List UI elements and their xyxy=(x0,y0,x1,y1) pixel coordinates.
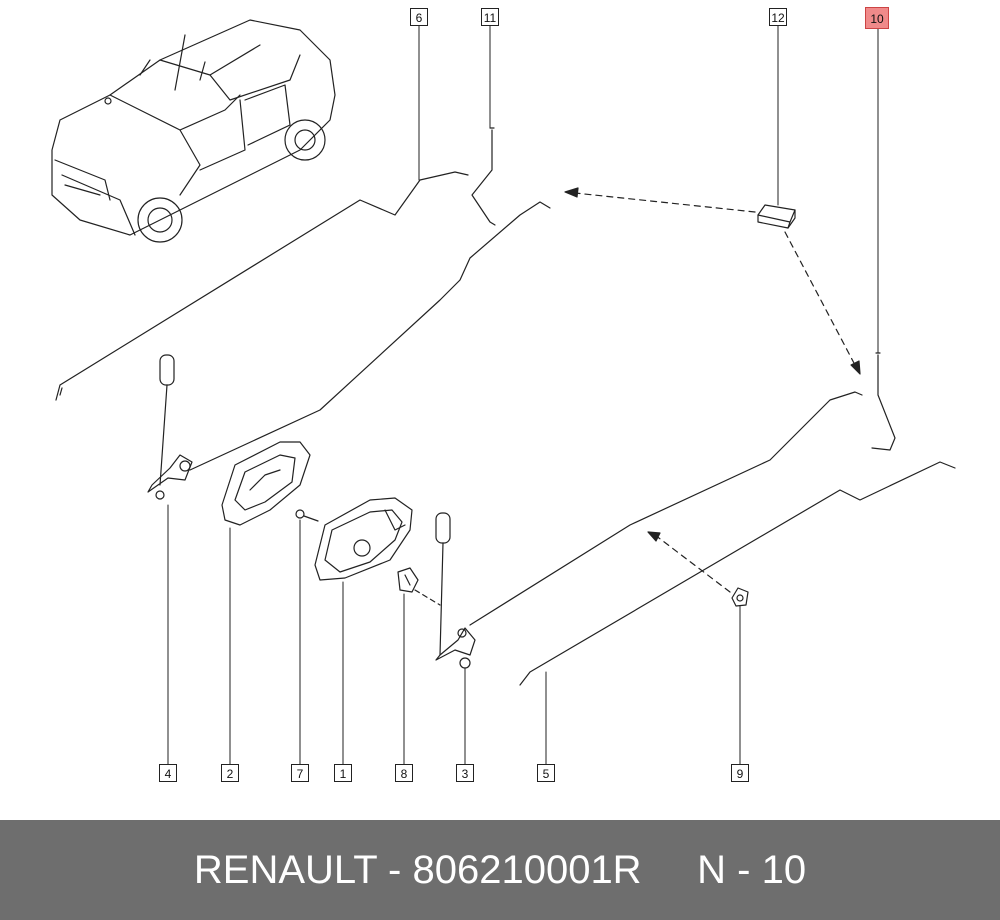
footer-bar: RENAULT - 806210001R N - 10 xyxy=(0,820,1000,920)
clip-9 xyxy=(731,587,749,607)
footer-brand: RENAULT xyxy=(193,848,377,892)
rod-6 xyxy=(55,171,469,401)
handle-1 xyxy=(314,497,413,581)
callout-4: 4 xyxy=(159,764,177,782)
lever-3 xyxy=(435,512,476,669)
callout-5: 5 xyxy=(537,764,555,782)
callout-10: 10 xyxy=(865,7,889,29)
footer-ref-separator: - xyxy=(726,848,762,892)
footer-ref-number: 10 xyxy=(761,848,807,892)
leader-lines xyxy=(167,24,879,765)
clip-8 xyxy=(397,567,419,593)
rod-10 xyxy=(871,352,896,451)
callout-11: 11 xyxy=(481,8,499,26)
callout-9: 9 xyxy=(731,764,749,782)
callout-6: 6 xyxy=(410,8,428,26)
callout-1: 1 xyxy=(334,764,352,782)
footer-ref-prefix: N xyxy=(697,848,727,892)
callout-3: 3 xyxy=(456,764,474,782)
car-illustration xyxy=(51,19,336,243)
dashed-arrow-12-right xyxy=(784,231,856,366)
rod-rear-link xyxy=(469,391,863,626)
lever-4 xyxy=(147,354,193,500)
footer-part-number: 806210001R xyxy=(412,848,642,892)
dashed-arrow-9 xyxy=(654,534,731,593)
dashed-arrow-8-3 xyxy=(414,589,441,606)
footer-separator: - xyxy=(376,848,413,892)
rod-5 xyxy=(519,461,956,686)
callout-8: 8 xyxy=(395,764,413,782)
callout-7: 7 xyxy=(291,764,309,782)
foam-block-12 xyxy=(757,204,796,229)
callout-12: 12 xyxy=(769,8,787,26)
footer-gap xyxy=(642,848,698,892)
dashed-arrow-12-left xyxy=(574,192,756,213)
handle-trim-2 xyxy=(221,441,311,526)
callout-2: 2 xyxy=(221,764,239,782)
screw-7 xyxy=(295,509,319,522)
rod-11 xyxy=(471,127,496,226)
parts-diagram xyxy=(51,19,956,765)
rod-front-link xyxy=(189,201,551,471)
